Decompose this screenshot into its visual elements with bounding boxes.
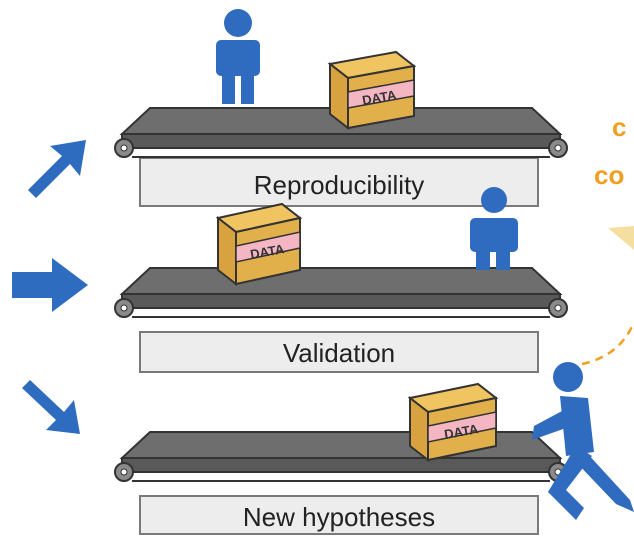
person-icon	[216, 9, 260, 104]
belt-label-new-hypotheses: New hypotheses	[243, 502, 435, 532]
data-box-label: DATA	[249, 241, 286, 262]
data-box-icon	[215, 202, 303, 287]
data-box-label: DATA	[361, 87, 398, 108]
belt-platform	[139, 495, 539, 535]
data-box-icon	[407, 382, 499, 463]
cycle-arrow	[581, 226, 634, 366]
arrow-down-right-icon	[22, 380, 80, 434]
person-pushing-icon	[532, 362, 634, 520]
arrow-up-right-icon	[28, 140, 86, 198]
belt-platform	[139, 331, 539, 373]
cut-off-text-line-1: c	[612, 112, 627, 142]
cut-off-text-line-2: co	[594, 160, 625, 190]
arrow-right-icon	[12, 258, 88, 312]
data-box-label: DATA	[443, 421, 480, 442]
belt-platform	[139, 157, 539, 207]
person-icon	[470, 187, 518, 270]
data-box-icon	[327, 50, 417, 131]
belt-label-reproducibility: Reproducibility	[254, 170, 425, 200]
belt-label-validation: Validation	[283, 338, 395, 368]
